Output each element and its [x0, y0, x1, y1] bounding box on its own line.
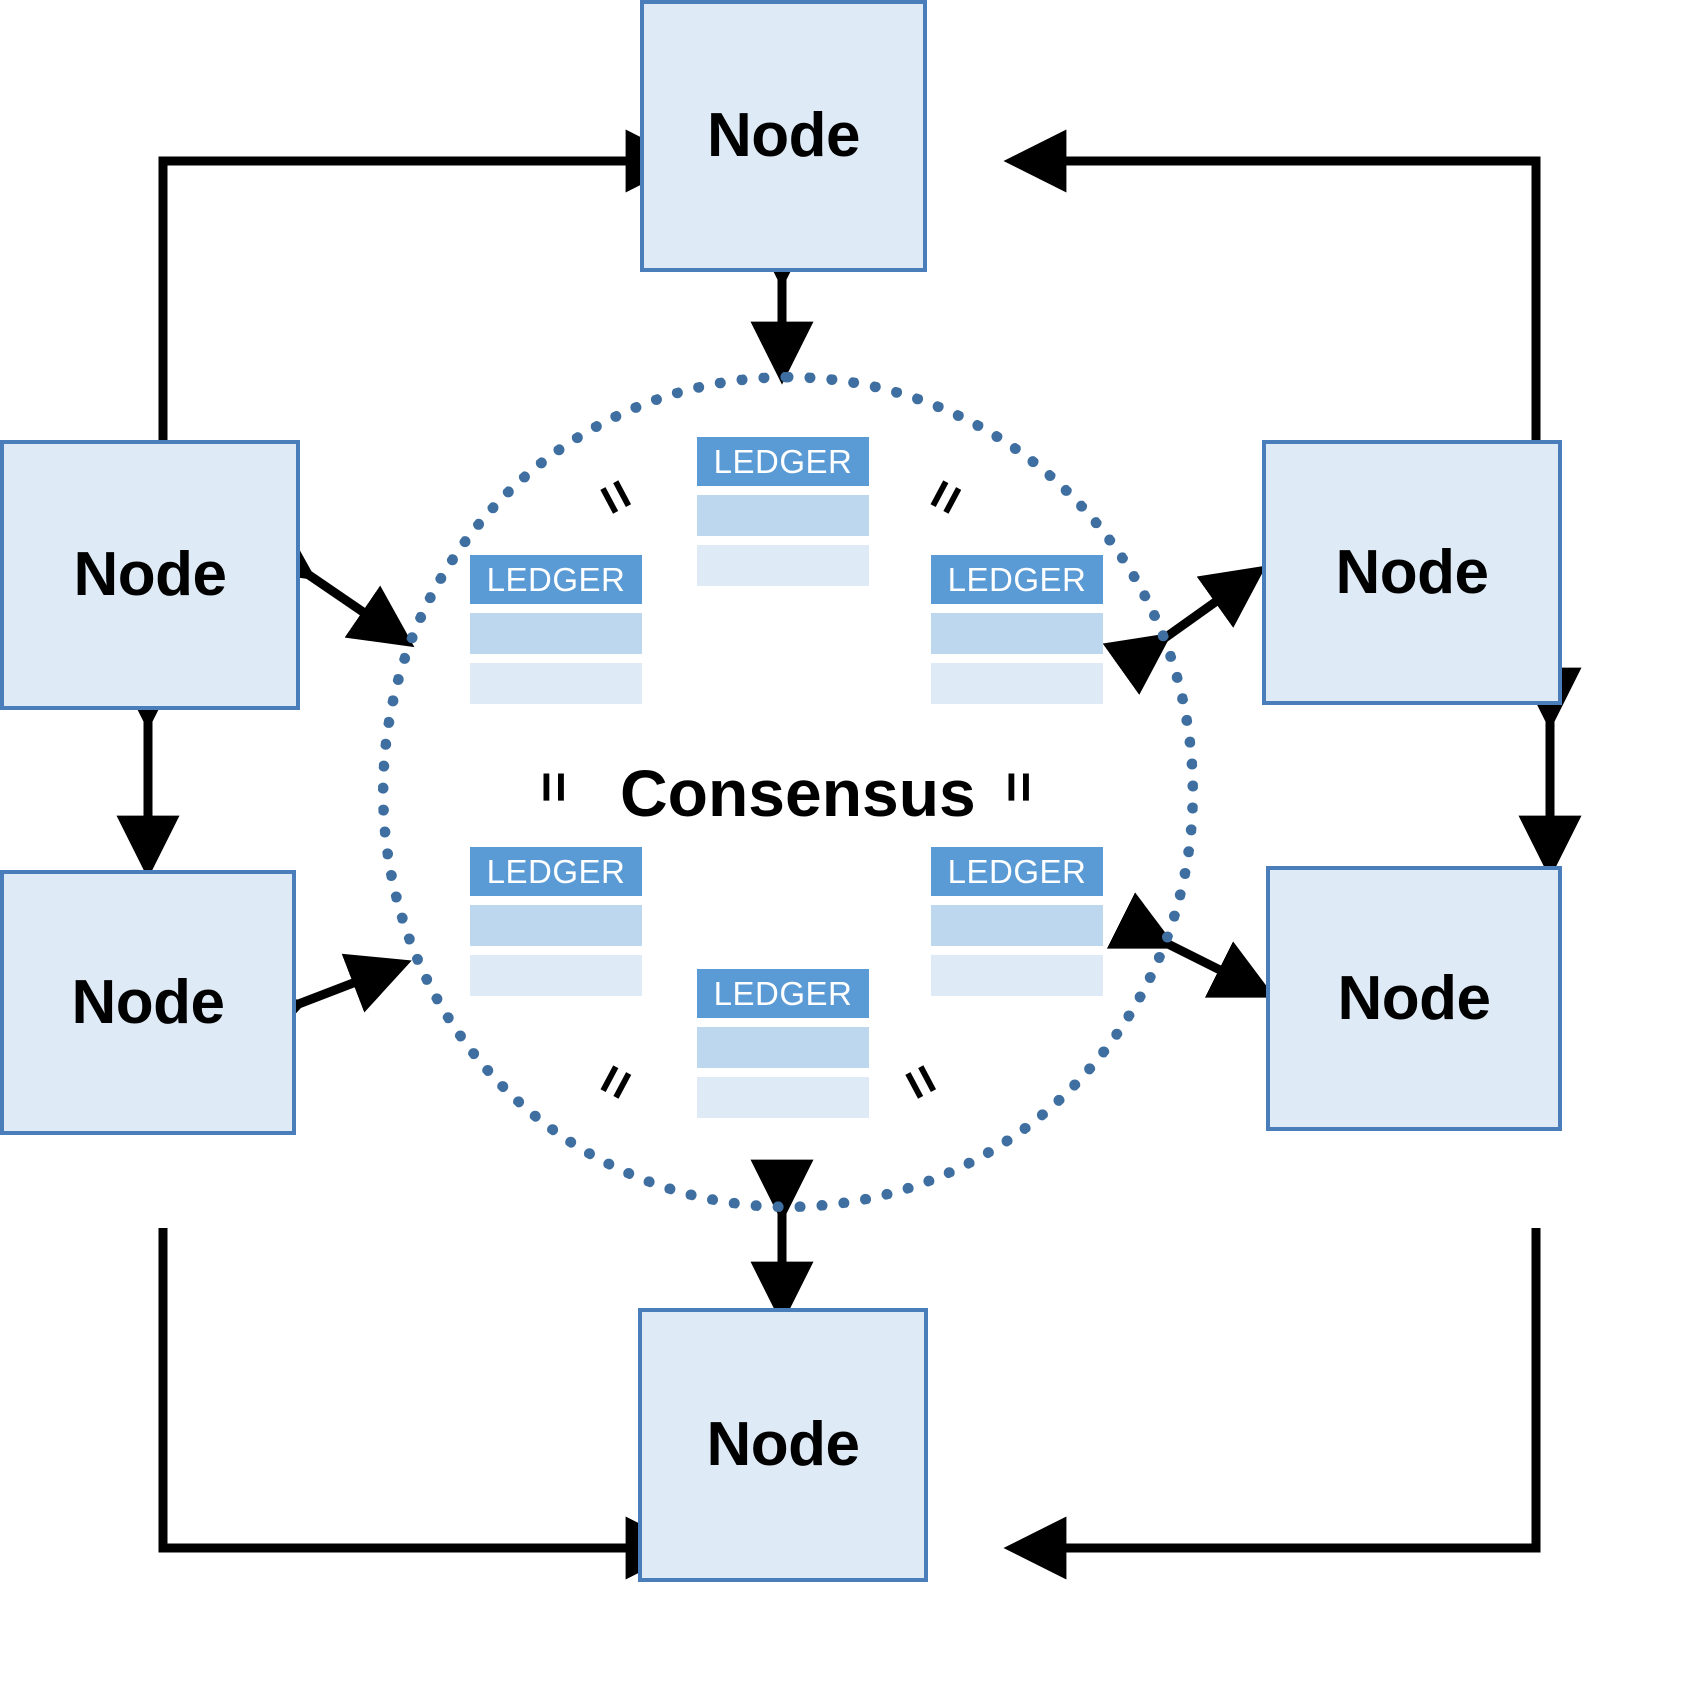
node-box-bottom[interactable]: Node — [638, 1308, 928, 1582]
ledger-row-mid — [697, 495, 869, 536]
ledger-row-mid — [470, 613, 642, 654]
node-box-left-upper[interactable]: Node — [0, 440, 300, 710]
node-label: Node — [707, 101, 861, 170]
ledger-header-label: LEDGER — [697, 969, 869, 1018]
edge-rightlower-to-bottom — [1003, 1228, 1541, 1580]
ledger-header-label: LEDGER — [931, 847, 1103, 896]
ledger-stack-right-lower[interactable]: LEDGER — [931, 847, 1103, 996]
ledger-header-label: LEDGER — [697, 437, 869, 486]
ledger-row-light — [697, 1077, 869, 1118]
ledger-stack-left-lower[interactable]: LEDGER — [470, 847, 642, 996]
ledger-header-label: LEDGER — [470, 847, 642, 896]
node-box-right-lower[interactable]: Node — [1266, 866, 1562, 1131]
consensus-label: Consensus — [620, 756, 976, 830]
edge-leftupper-to-consensus — [246, 518, 415, 648]
edge-leftlower-to-consensus — [237, 953, 412, 1053]
node-box-left-lower[interactable]: Node — [0, 870, 296, 1135]
ledger-stack-left-upper[interactable]: LEDGER — [470, 555, 642, 704]
node-label: Node — [71, 967, 226, 1037]
ledger-row-light — [470, 663, 642, 704]
ledger-row-mid — [931, 613, 1103, 654]
node-label: Node — [1337, 963, 1492, 1033]
ledger-row-mid — [931, 905, 1103, 946]
node-box-right-upper[interactable]: Node — [1262, 440, 1562, 705]
edge-rightupper-to-top — [1003, 129, 1541, 483]
ledger-header-label: LEDGER — [931, 555, 1103, 604]
ledger-row-light — [697, 545, 869, 586]
ledger-row-light — [931, 663, 1103, 704]
edge-rightlower-to-consensus — [1106, 892, 1276, 998]
edge-rightupper-to-consensus — [1102, 565, 1267, 695]
node-label: Node — [73, 540, 228, 609]
ledger-stack-right-upper[interactable]: LEDGER — [931, 555, 1103, 704]
ledger-row-light — [931, 955, 1103, 996]
edge-leftlower-to-bottom — [158, 1228, 689, 1580]
ledger-row-mid — [697, 1027, 869, 1068]
equals-sign-mid-left: = — [523, 771, 584, 803]
consensus-circle — [378, 372, 1198, 1212]
ledger-row-light — [470, 955, 642, 996]
ledger-header-label: LEDGER — [470, 555, 642, 604]
equals-sign-mid-right: = — [988, 771, 1049, 803]
ledger-stack-bottom[interactable]: LEDGER — [697, 969, 869, 1118]
node-label: Node — [1335, 537, 1490, 607]
node-label: Node — [706, 1410, 861, 1479]
ledger-stack-top[interactable]: LEDGER — [697, 437, 869, 586]
ledger-row-mid — [470, 905, 642, 946]
node-box-top[interactable]: Node — [640, 0, 927, 272]
